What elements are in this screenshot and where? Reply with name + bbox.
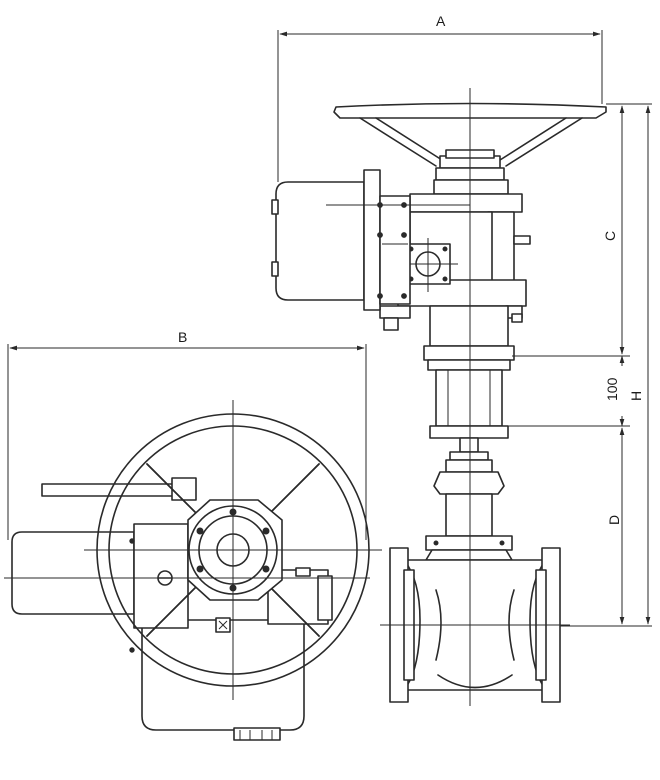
dimension-a: A [277, 13, 603, 182]
plan-body [141, 619, 305, 741]
dimension-c: C [602, 105, 625, 355]
dimension-d-label: D [606, 515, 622, 525]
dimension-b: B [7, 329, 367, 540]
plan-centerlines [4, 400, 382, 700]
nameplate [215, 617, 231, 633]
dimension-a-label: A [436, 13, 446, 29]
dimension-h: H [628, 105, 651, 625]
dimension-d: D [606, 427, 625, 625]
gearbox-bolts [383, 313, 523, 331]
elevation-centerlines [326, 88, 570, 706]
dimension-extension-lines [504, 103, 652, 627]
dimension-c-label: C [602, 231, 618, 241]
elevation-view [271, 88, 607, 706]
dimension-b-label: B [178, 329, 187, 345]
dimension-gap: 100 [604, 355, 625, 427]
stem-yoke [423, 305, 515, 537]
valve-bonnet [425, 535, 513, 561]
motor-side [271, 169, 411, 311]
dimension-gap-label: 100 [604, 377, 620, 401]
dimension-h-label: H [628, 391, 644, 401]
plan-view [4, 400, 382, 741]
